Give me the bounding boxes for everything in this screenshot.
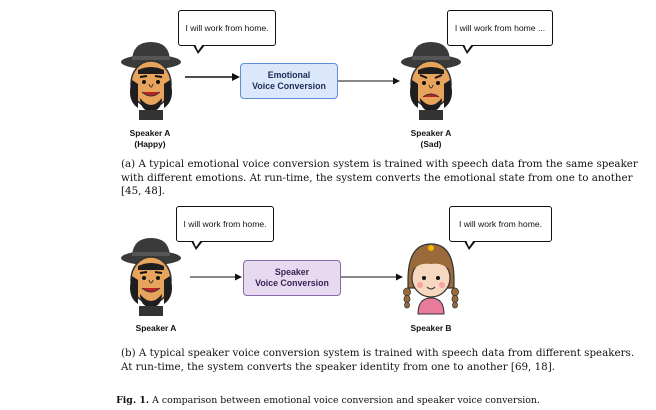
figure-caption: Fig. 1. A comparison between emotional v… [0,395,656,406]
box-subtitle: Voice Conversion [255,278,329,288]
speaker-name: Speaker A [410,128,452,138]
speech-text: I will work from home. [185,23,269,33]
arrow-icon [341,273,403,281]
speaker-state: (Happy) [134,139,166,149]
caption-a: (a) A typical emotional voice conversion… [121,158,638,198]
arrow-icon [190,273,242,281]
figure-label: Fig. 1. [116,395,150,406]
emotional-vc-box: Emotional Voice Conversion [240,63,338,99]
caption-b: (b) A typical speaker voice conversion s… [121,347,635,373]
speaker-b-label: Speaker B [391,323,471,334]
speech-bubble-happy: I will work from home. [178,10,276,54]
speaker-name: Speaker B [410,323,452,333]
box-title: Speaker [274,267,310,277]
speech-bubble-speaker-b: I will work from home. [449,206,552,250]
speaker-a-happy-icon [121,42,181,120]
arrow-icon [185,73,240,81]
box-subtitle: Voice Conversion [252,81,326,91]
speech-text: I will work from home. [183,219,267,229]
speech-text: I will work from home. [458,219,543,229]
speaker-name: Speaker A [129,128,171,138]
speech-bubble-sad: I will work from home ... [447,10,553,54]
speaker-name: Speaker A [135,323,177,333]
speaker-state: (Sad) [420,139,442,149]
arrow-icon [338,77,400,85]
panel-emotional-vc: I will work from home. I will work from … [0,0,656,200]
speaker-a-sad-label: Speaker A (Sad) [391,128,471,150]
speech-bubble-speaker-a: I will work from home. [176,206,274,250]
panel-speaker-vc: I will work from home. I will work from … [0,200,656,380]
speaker-a-label: Speaker A [116,323,196,334]
speaker-a-icon [121,238,181,316]
speaker-a-sad-icon [401,42,461,120]
speaker-a-happy-label: Speaker A (Happy) [110,128,190,150]
box-title: Emotional [267,70,311,80]
speech-text: I will work from home ... [454,23,546,33]
speaker-vc-box: Speaker Voice Conversion [243,260,341,296]
figure-caption-text: A comparison between emotional voice con… [152,395,540,406]
speaker-b-girl-icon [403,243,459,315]
